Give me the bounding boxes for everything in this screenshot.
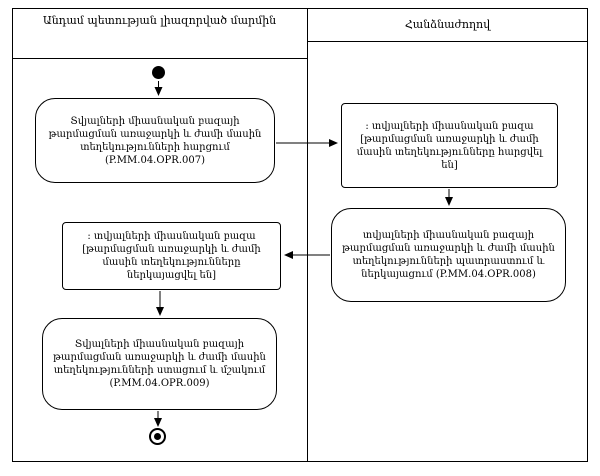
lane-title-authorized-body-label: Անդամ պետության լիազորված մարմին bbox=[42, 14, 277, 27]
lane-title-authorized-body: Անդամ պետության լիազորված մարմին bbox=[12, 13, 307, 28]
action-prepare-submit-info: տվյալների միասնական բազայի թարմացման առա… bbox=[331, 208, 566, 302]
action-receive-process-info: Տվյալների միասնական բազայի թարմացման առա… bbox=[42, 318, 277, 410]
diagram-frame bbox=[12, 8, 588, 462]
initial-node bbox=[152, 66, 165, 79]
final-node bbox=[149, 428, 166, 445]
lane-divider bbox=[307, 8, 308, 462]
lane-title-commission-label: Հանձնաժողով bbox=[404, 18, 491, 31]
object-db-submitted: : տվյալների միասնական բազա [թարմացման առ… bbox=[62, 222, 281, 290]
object-db-requested-label: : տվյալների միասնական բազա [թարմացման առ… bbox=[356, 120, 543, 171]
final-node-dot bbox=[154, 433, 161, 440]
lane-title-commission: Հանձնաժողով bbox=[307, 17, 588, 32]
right-lane-header-underline bbox=[307, 41, 588, 42]
object-db-submitted-label: : տվյալների միասնական բազա [թարմացման առ… bbox=[82, 231, 261, 281]
action-request-info-label: Տվյալների միասնական բազայի թարմացման առա… bbox=[48, 115, 262, 166]
action-request-info: Տվյալների միասնական բազայի թարմացման առա… bbox=[35, 98, 275, 183]
action-receive-process-info-label: Տվյալների միասնական բազայի թարմացման առա… bbox=[53, 339, 266, 389]
object-db-requested: : տվյալների միասնական բազա [թարմացման առ… bbox=[341, 103, 558, 188]
left-lane-header-underline bbox=[12, 58, 307, 59]
action-prepare-submit-info-label: տվյալների միասնական բազայի թարմացման առա… bbox=[342, 230, 555, 280]
